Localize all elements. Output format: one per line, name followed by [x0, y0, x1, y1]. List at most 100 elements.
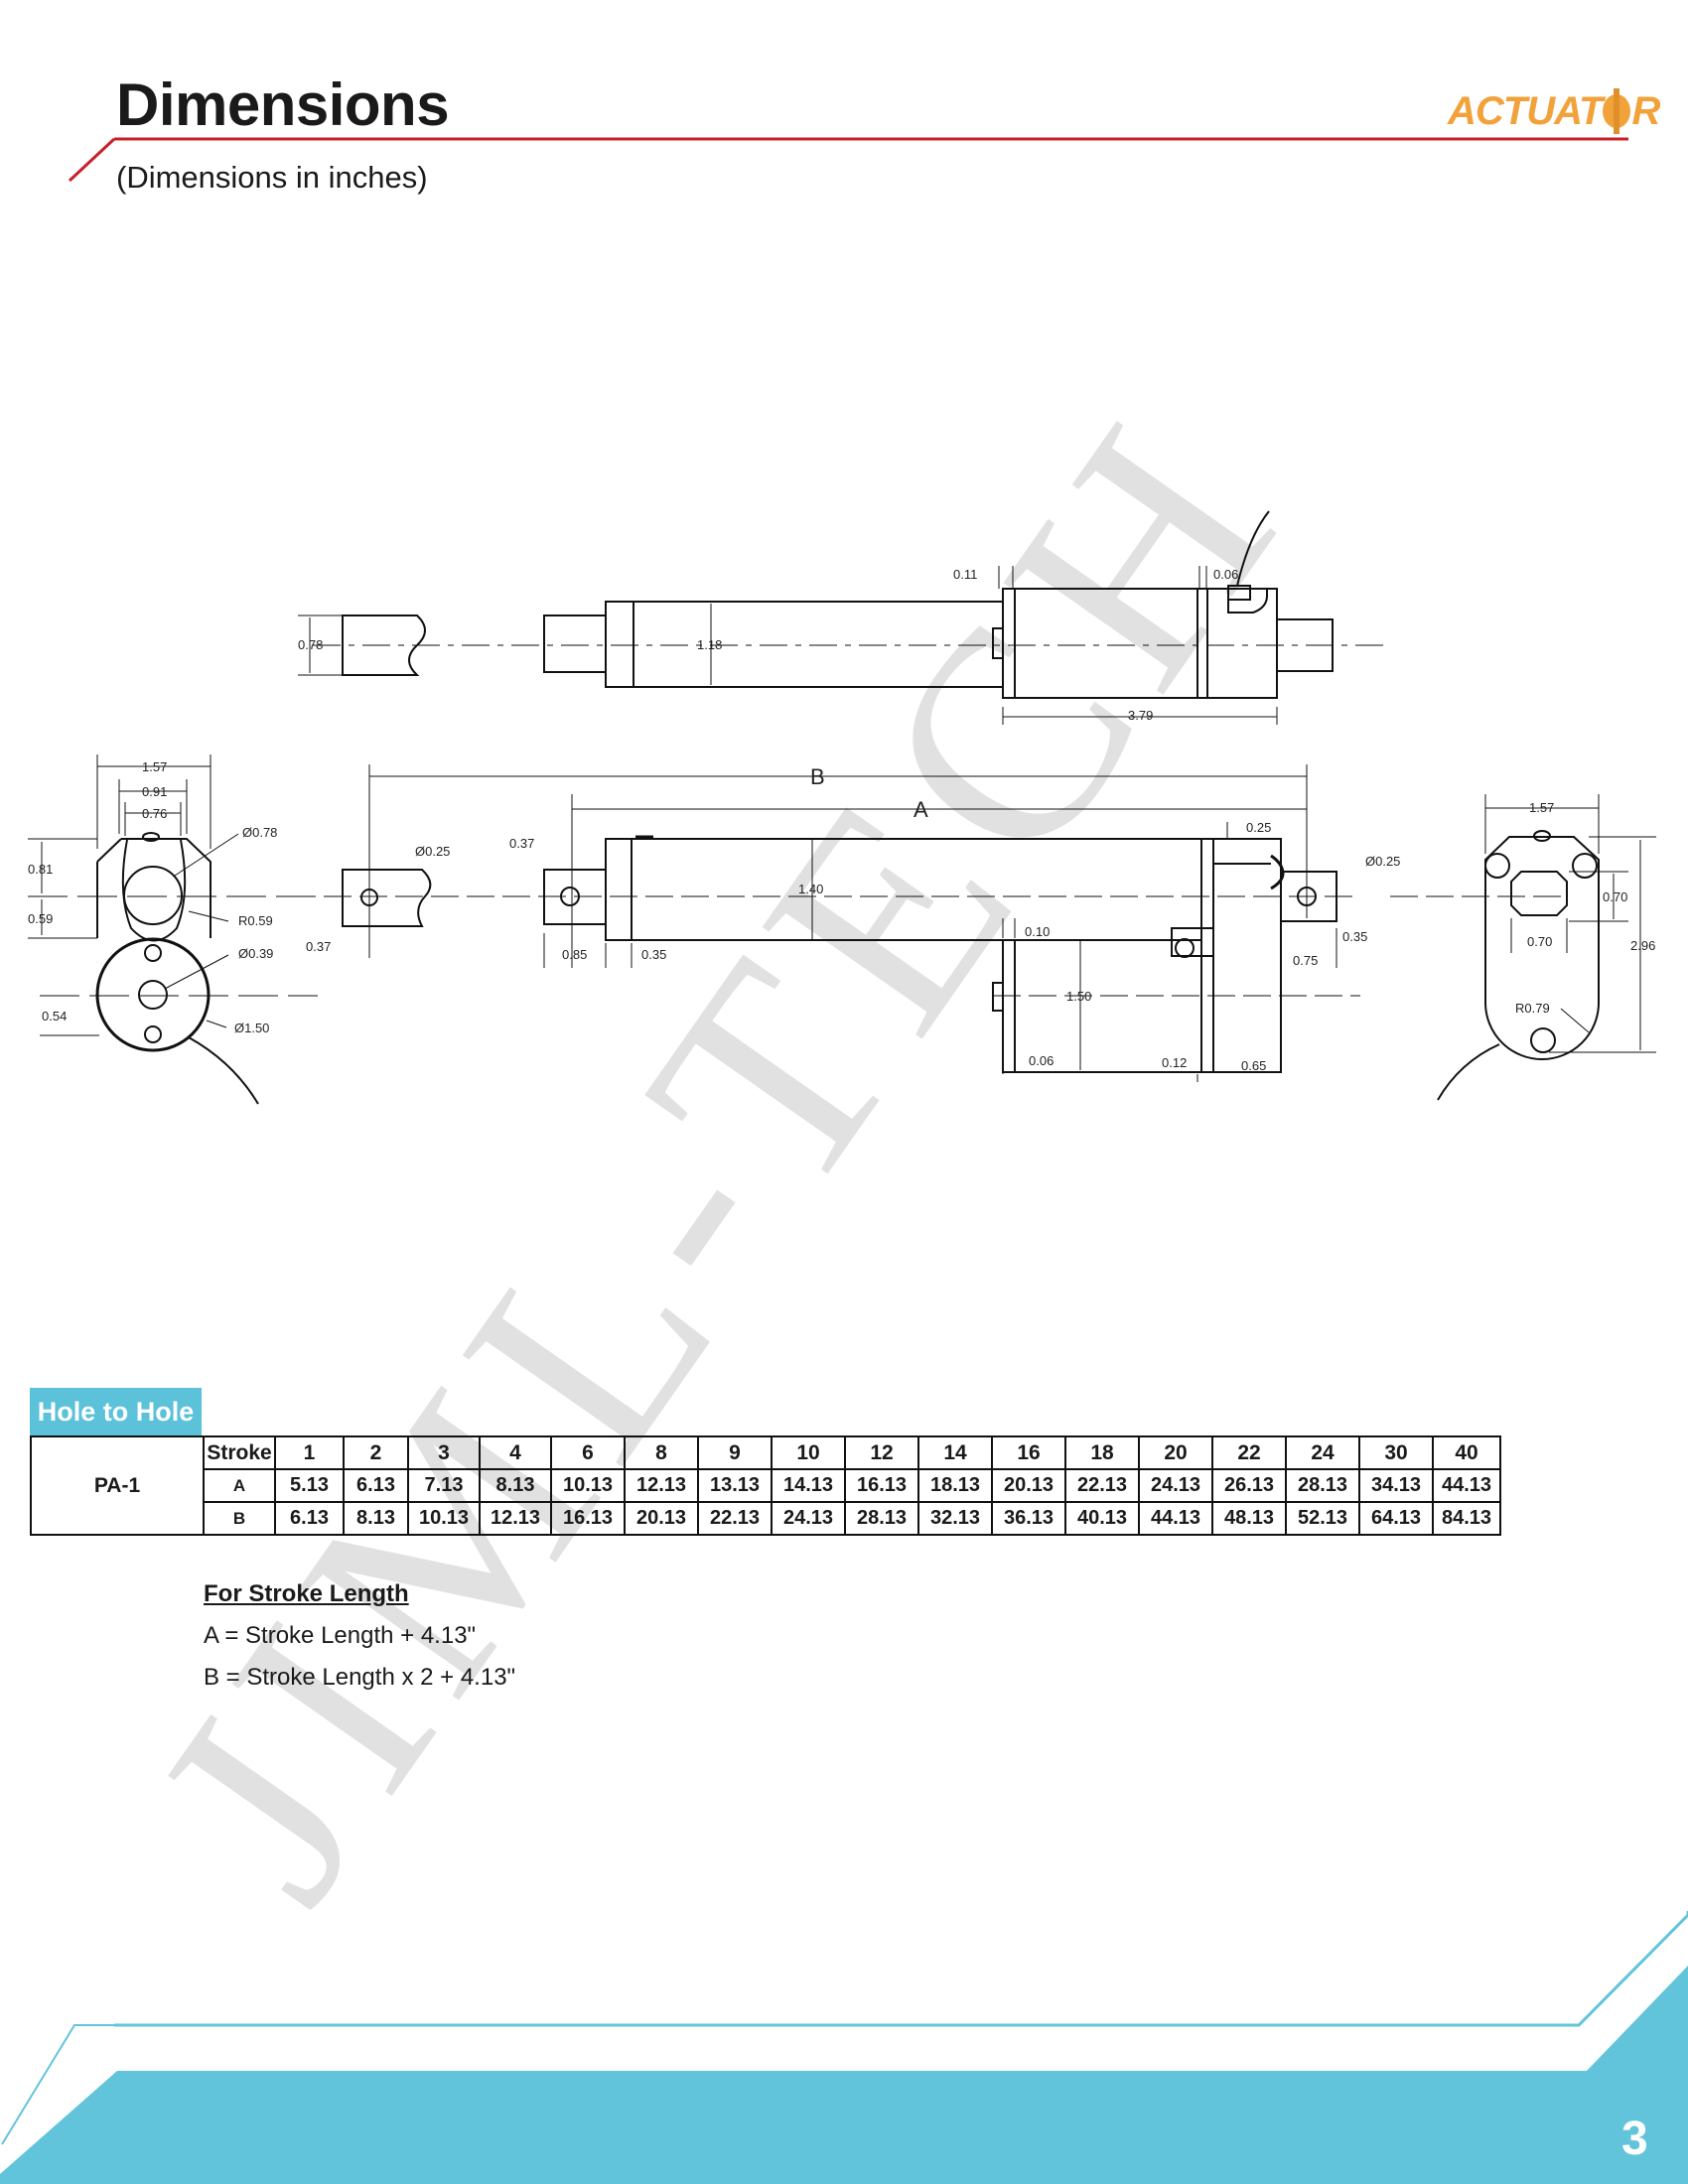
formula-b: B = Stroke Length x 2 + 4.13"	[204, 1664, 516, 1691]
svg-text:A: A	[914, 797, 928, 822]
svg-text:Ø0.25: Ø0.25	[1365, 854, 1400, 869]
svg-text:0.54: 0.54	[42, 1009, 67, 1024]
svg-text:Ø1.50: Ø1.50	[234, 1021, 269, 1035]
page-number: 3	[1621, 2113, 1648, 2165]
row-header-stroke: Stroke	[203, 1435, 276, 1470]
watermark: JIML-TECH	[90, 357, 1345, 1953]
value-cell: 48.13	[1211, 1501, 1287, 1536]
top-view-labels: 0.78 1.18 0.11 0.06 3.79	[298, 567, 1238, 723]
logo-text-2: T	[1579, 89, 1603, 133]
value-cell: 40.13	[1064, 1501, 1140, 1536]
svg-text:0.25: 0.25	[1246, 820, 1271, 835]
svg-text:R0.59: R0.59	[238, 913, 273, 928]
page-subtitle: (Dimensions in inches)	[116, 160, 428, 195]
stroke-cell: 2	[343, 1435, 409, 1470]
svg-text:0.35: 0.35	[641, 947, 666, 962]
gear-icon	[1603, 88, 1631, 134]
logo-text-3: R	[1631, 89, 1660, 133]
svg-text:0.75: 0.75	[1293, 953, 1318, 968]
row-header-b: B	[203, 1501, 276, 1536]
svg-text:R0.79: R0.79	[1515, 1001, 1550, 1016]
value-cell: 26.13	[1211, 1468, 1287, 1503]
svg-text:1.57: 1.57	[1529, 800, 1554, 815]
stroke-cell: 22	[1211, 1435, 1287, 1470]
value-cell: 64.13	[1358, 1501, 1434, 1536]
value-cell: 34.13	[1358, 1468, 1434, 1503]
stroke-cell: 30	[1358, 1435, 1434, 1470]
value-cell: 5.13	[274, 1468, 345, 1503]
svg-text:2.96: 2.96	[1630, 938, 1655, 953]
svg-text:0.85: 0.85	[562, 947, 587, 962]
row-header-a: A	[203, 1468, 276, 1503]
value-cell: 52.13	[1285, 1501, 1360, 1536]
svg-text:1.50: 1.50	[1066, 989, 1091, 1004]
svg-text:0.76: 0.76	[142, 806, 167, 821]
stroke-cell: 4	[479, 1435, 552, 1470]
svg-text:0.10: 0.10	[1025, 924, 1050, 939]
value-cell: 28.13	[1285, 1468, 1360, 1503]
stroke-cell: 10	[771, 1435, 846, 1470]
footer-band	[0, 1911, 1688, 2184]
svg-text:JIML-TECH: JIML-TECH	[90, 357, 1345, 1953]
svg-text:0.37: 0.37	[306, 939, 331, 954]
svg-text:0.35: 0.35	[1342, 929, 1367, 944]
left-end-view-labels: 1.57 0.91 0.76 Ø0.78 0.81 0.59 R0.59 Ø0.…	[28, 759, 277, 1035]
value-cell: 12.13	[624, 1468, 699, 1503]
stroke-cell: 20	[1138, 1435, 1213, 1470]
left-end-view-drawing	[28, 754, 318, 1105]
stroke-cell: 18	[1064, 1435, 1140, 1470]
value-cell: 13.13	[697, 1468, 773, 1503]
value-cell: 14.13	[771, 1468, 846, 1503]
value-cell: 32.13	[917, 1501, 993, 1536]
svg-text:0.12: 0.12	[1162, 1055, 1187, 1070]
stroke-cell: 16	[991, 1435, 1066, 1470]
table-row-a: A 5.13 6.13 7.13 8.13 10.13 12.13 13.13 …	[31, 1468, 1501, 1503]
value-cell: 7.13	[407, 1468, 481, 1503]
svg-text:0.70: 0.70	[1603, 889, 1627, 904]
value-cell: 84.13	[1432, 1501, 1501, 1536]
value-cell: 20.13	[624, 1501, 699, 1536]
value-cell: 8.13	[479, 1468, 552, 1503]
stroke-cell: 6	[550, 1435, 626, 1470]
svg-text:1.18: 1.18	[697, 637, 722, 652]
formula-a: A = Stroke Length + 4.13"	[204, 1622, 477, 1649]
value-cell: 8.13	[343, 1501, 409, 1536]
svg-text:Ø0.78: Ø0.78	[242, 825, 277, 840]
table-row-b: B 6.13 8.13 10.13 12.13 16.13 20.13 22.1…	[31, 1501, 1501, 1536]
svg-text:0.70: 0.70	[1527, 934, 1552, 949]
stroke-cell: 8	[624, 1435, 699, 1470]
value-cell: 44.13	[1432, 1468, 1501, 1503]
value-cell: 16.13	[844, 1468, 919, 1503]
svg-text:1.40: 1.40	[798, 882, 823, 896]
right-end-view-labels: 1.57 0.70 0.70 2.96 R0.79	[1515, 800, 1655, 1016]
top-view-drawing	[298, 510, 1385, 725]
svg-text:0.65: 0.65	[1241, 1058, 1266, 1073]
stroke-table: PA-1 Stroke 1 2 3 4 6 8 9 10 12 14 16 18…	[30, 1435, 1501, 1536]
stroke-cell: 12	[844, 1435, 919, 1470]
side-view-labels: B A Ø0.25 0.37 0.37 0.85 0.35 1.40 0.25 …	[306, 764, 1400, 1073]
header-rule	[68, 137, 1628, 183]
stroke-formula-notes: For Stroke Length A = Stroke Length + 4.…	[204, 1573, 515, 1699]
value-cell: 10.13	[550, 1468, 626, 1503]
value-cell: 18.13	[917, 1468, 993, 1503]
stroke-cell: 9	[697, 1435, 773, 1470]
stroke-cell: 1	[274, 1435, 345, 1470]
model-cell: PA-1	[30, 1435, 205, 1536]
svg-text:3.79: 3.79	[1128, 708, 1153, 723]
value-cell: 6.13	[274, 1501, 345, 1536]
stroke-cell: 24	[1285, 1435, 1360, 1470]
svg-text:1.57: 1.57	[142, 759, 167, 774]
svg-text:B: B	[810, 764, 825, 789]
value-cell: 12.13	[479, 1501, 552, 1536]
hole-to-hole-tab: Hole to Hole	[30, 1388, 202, 1435]
side-view-drawing	[288, 764, 1360, 1082]
svg-text:Ø0.25: Ø0.25	[415, 844, 450, 859]
value-cell: 24.13	[771, 1501, 846, 1536]
table-row-stroke: PA-1 Stroke 1 2 3 4 6 8 9 10 12 14 16 18…	[30, 1435, 1501, 1536]
stroke-cell: 14	[917, 1435, 993, 1470]
svg-text:0.06: 0.06	[1213, 567, 1238, 582]
value-cell: 28.13	[844, 1501, 919, 1536]
svg-text:0.59: 0.59	[28, 911, 53, 926]
